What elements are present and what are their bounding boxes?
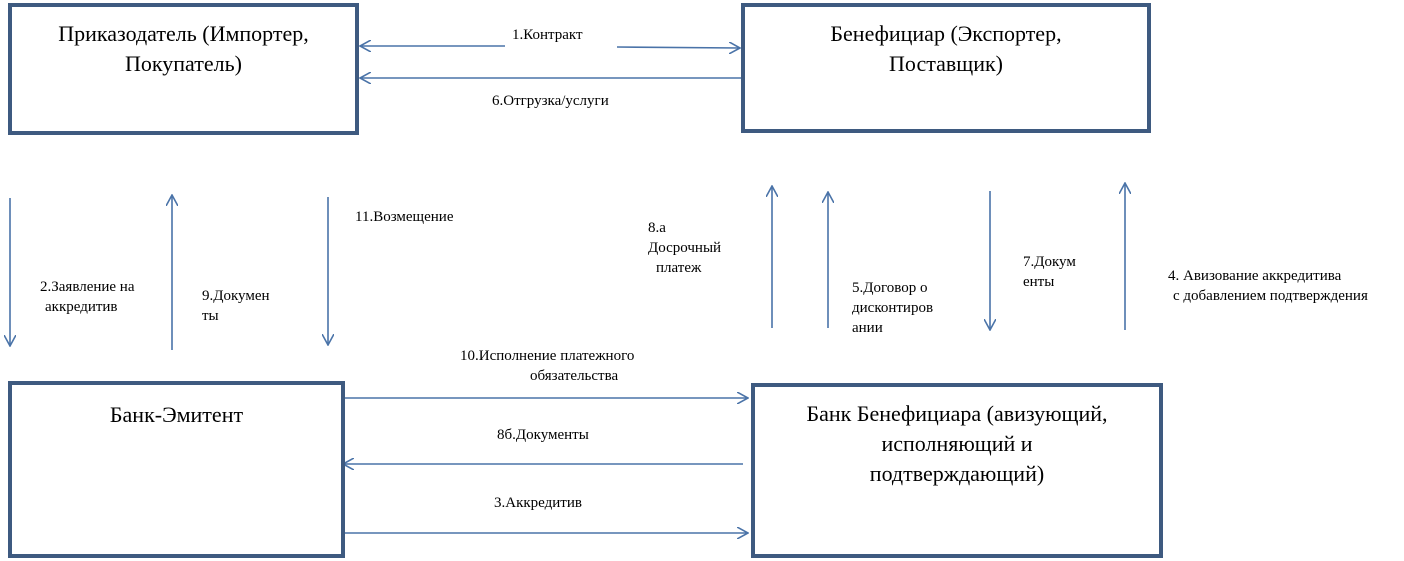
applicant-title-line2: Покупатель) (125, 51, 242, 76)
label-early-payment: 8.а Досрочный платеж (648, 220, 722, 276)
beneficiary-box: Бенефициар (Экспортер, Поставщик) (741, 3, 1151, 133)
label-shipment: 6.Отгрузка/услуги (492, 93, 609, 109)
label-application: 2.Заявление на аккредитив (40, 279, 135, 315)
applicant-box: Приказодатель (Импортер, Покупатель) (8, 3, 359, 135)
beneficiary-title-line2: Поставщик) (889, 51, 1003, 76)
label-contract: 1.Контракт (512, 27, 583, 43)
label-letter-of-credit: 3.Аккредитив (494, 495, 582, 511)
label-advising: 4. Авизование аккредитива с добавлением … (1168, 268, 1368, 304)
beneficiary-bank-box: Банк Бенефициара (авизующий, исполняющий… (751, 383, 1163, 558)
issuing-bank-box: Банк-Эмитент (8, 381, 345, 558)
label-documents-9: 9.Докумен ты (202, 288, 270, 324)
beneficiary-bank-title-line1: Банк Бенефициара (авизующий, (806, 401, 1108, 426)
label-reimbursement: 11.Возмещение (355, 209, 454, 225)
beneficiary-bank-title-line3: подтверждающий) (869, 461, 1045, 486)
beneficiary-bank-title-line2: исполняющий и (881, 431, 1033, 456)
label-documents-8b: 8б.Документы (497, 427, 589, 443)
beneficiary-title-line1: Бенефициар (Экспортер, (830, 21, 1062, 46)
label-execution: 10.Исполнение платежного обязательства (460, 348, 635, 384)
applicant-title-line1: Приказодатель (Импортер, (58, 21, 309, 46)
arrow-contract-right (616, 47, 740, 48)
label-documents-7: 7.Докум енты (1023, 254, 1076, 290)
label-discount: 5.Договор о дисконтиров ании (852, 280, 934, 336)
issuing-bank-title: Банк-Эмитент (109, 402, 244, 427)
